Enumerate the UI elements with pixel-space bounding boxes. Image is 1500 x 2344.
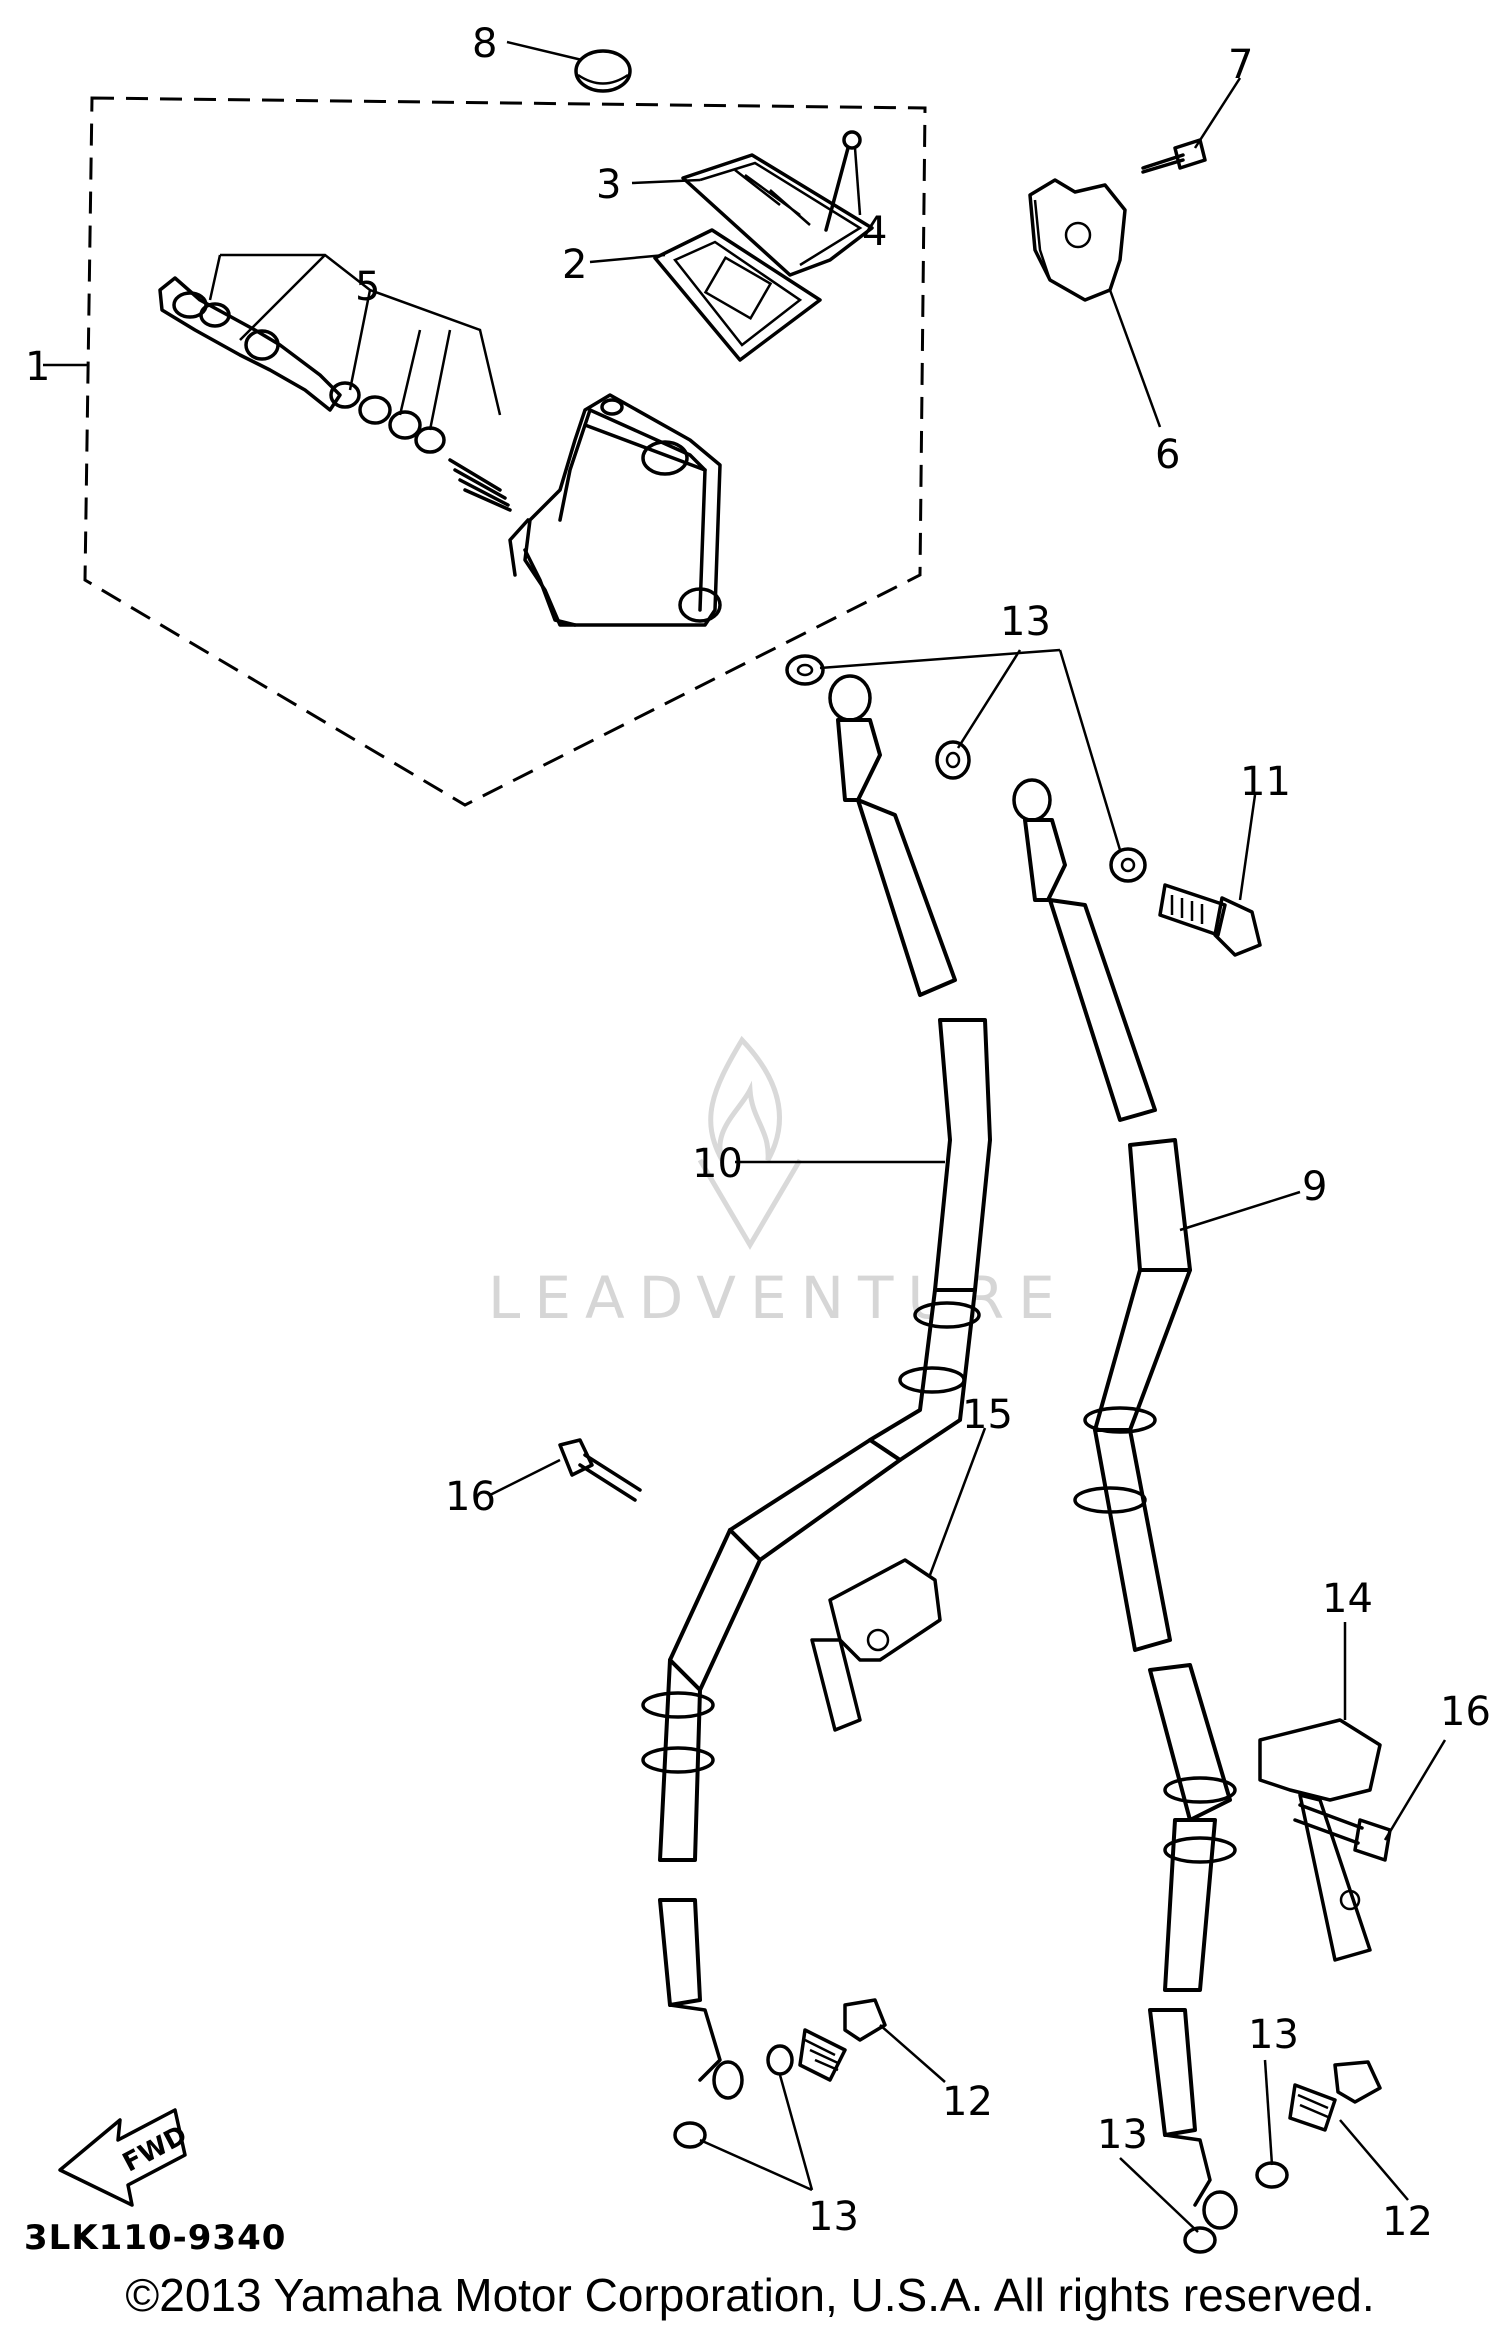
- callout-13-lower-right: 13: [1248, 2012, 1299, 2058]
- part-13-washers-lower: [673, 2044, 1289, 2254]
- part-11-union-bolt: [1158, 883, 1262, 957]
- callout-4: 4: [862, 209, 887, 255]
- callout-2: 2: [562, 242, 587, 288]
- part-10-brake-hose: [641, 674, 992, 2100]
- part-12-union-bolt-left: [798, 1998, 887, 2082]
- part-15-hose-holder: [810, 1558, 942, 1732]
- callout-16-left: 16: [445, 1474, 496, 1520]
- callout-11: 11: [1240, 759, 1291, 805]
- callout-14: 14: [1322, 1576, 1373, 1622]
- callout-6: 6: [1155, 432, 1180, 478]
- callout-12-right: 12: [1382, 2199, 1433, 2245]
- part-9-brake-hose: [1012, 778, 1238, 2230]
- part-8-cap: [574, 49, 632, 93]
- master-cylinder-body: [508, 393, 722, 627]
- callout-5: 5: [355, 264, 380, 310]
- callout-15: 15: [962, 1392, 1013, 1438]
- part-12-union-bolt-right: [1288, 2060, 1382, 2132]
- part-16-bolt-left: [558, 1438, 642, 1502]
- part-13-washers-upper: [785, 654, 1147, 883]
- diagram-code: 3LK110-9340: [24, 2218, 287, 2258]
- callout-12-left: 12: [942, 2079, 993, 2125]
- callout-8: 8: [472, 21, 497, 67]
- part-3-reservoir-cover: [681, 153, 874, 277]
- part-5-piston-kit: [158, 253, 512, 512]
- watermark-text: LEADVENTURE: [488, 1264, 1069, 1332]
- part-6-holder: [1028, 178, 1127, 302]
- master-cylinder-assembly-outline: [83, 96, 927, 807]
- callout-9: 9: [1302, 1164, 1327, 1210]
- callout-7: 7: [1228, 42, 1253, 88]
- part-4-screw: [824, 130, 862, 232]
- forward-direction-arrow: FWD: [58, 2108, 192, 2207]
- copyright-notice: ©2013 Yamaha Motor Corporation, U.S.A. A…: [125, 2269, 1375, 2321]
- callout-13-lower-middle: 13: [1097, 2112, 1148, 2158]
- callout-10: 10: [692, 1141, 743, 1187]
- part-2-diaphragm: [653, 228, 822, 362]
- part-14-hose-holder: [1258, 1718, 1382, 1962]
- callout-13-upper: 13: [1000, 599, 1051, 645]
- callout-16-right: 16: [1440, 1689, 1491, 1735]
- callout-3: 3: [596, 162, 621, 208]
- leader-lines: [43, 40, 1447, 2233]
- callout-13-lower-left: 13: [808, 2194, 859, 2240]
- callout-1: 1: [25, 344, 50, 390]
- part-7-bolt: [1141, 138, 1207, 174]
